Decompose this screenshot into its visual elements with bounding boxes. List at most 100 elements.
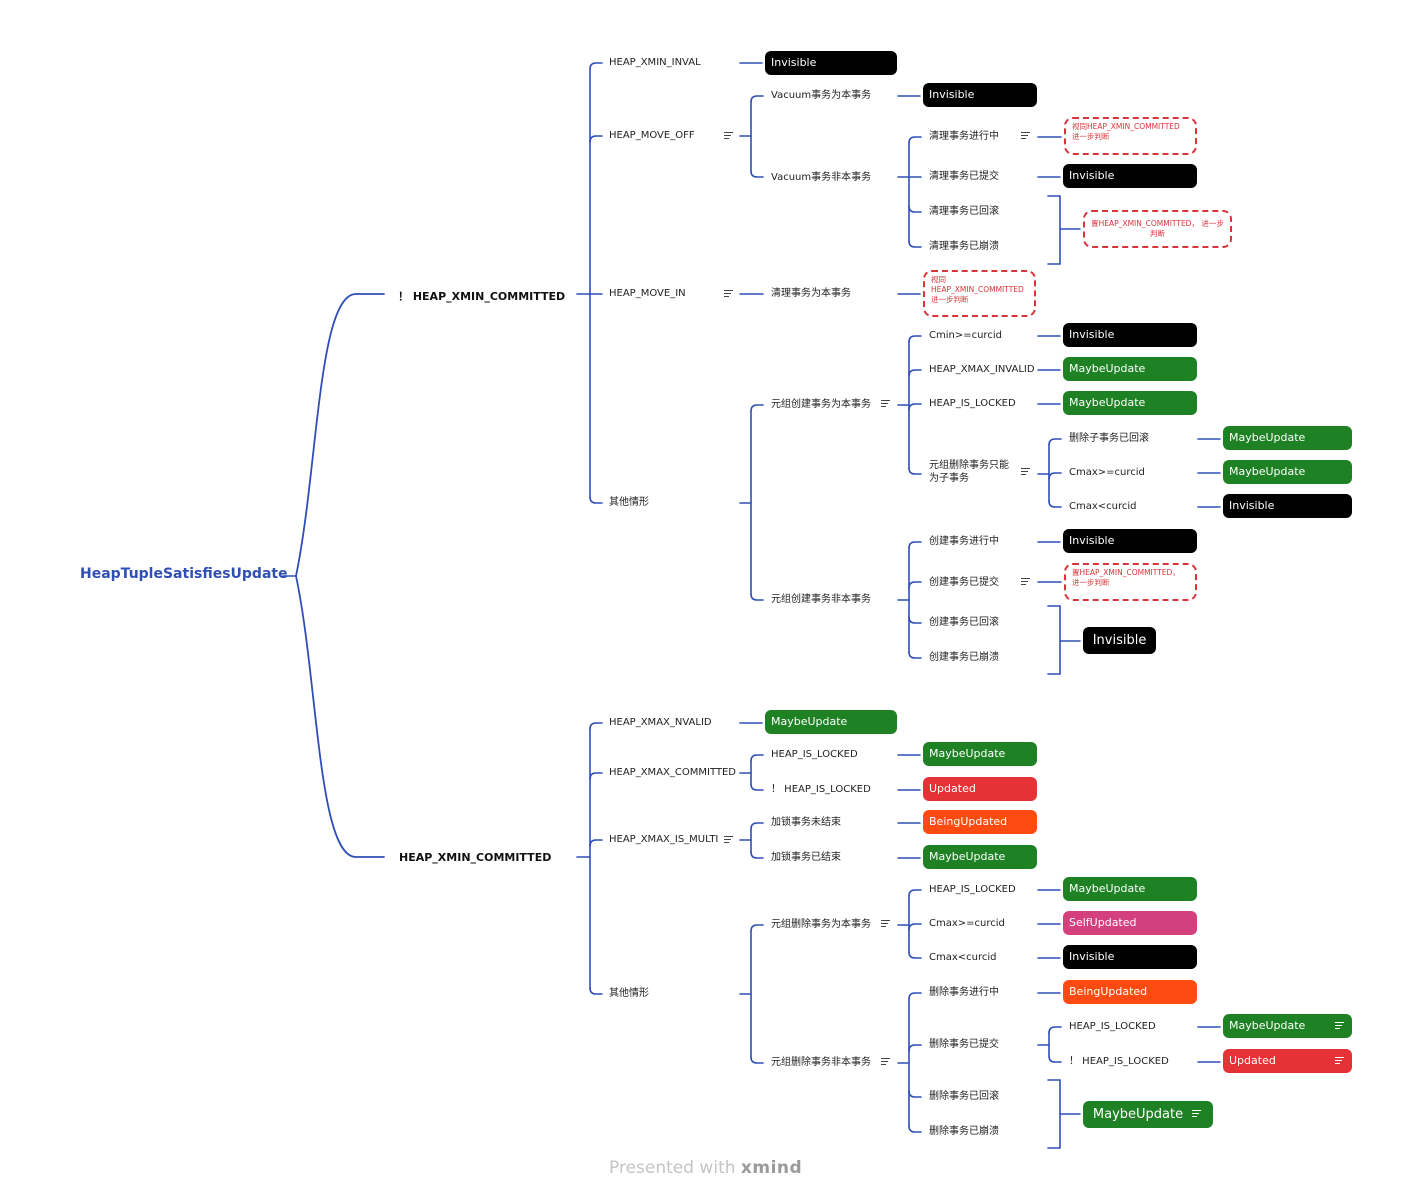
result-maybe-update[interactable]: MaybeUpdate: [1223, 460, 1352, 484]
topic-is-locked[interactable]: HEAP_IS_LOCKED: [1069, 1021, 1156, 1032]
result-maybe-update[interactable]: MaybeUpdate: [1063, 357, 1197, 381]
topic-other-cases[interactable]: 其他情形: [609, 497, 649, 508]
connector-line: [1048, 500, 1062, 508]
topic-is-locked[interactable]: HEAP_IS_LOCKED: [771, 749, 858, 760]
footer-branding: Presented with xmind: [609, 1158, 802, 1178]
notes-icon[interactable]: [1335, 1022, 1344, 1029]
note-treat-as-committed[interactable]: 视同 HEAP_XMIN_COMMITTED 进一步判断: [923, 270, 1036, 317]
topic-create-committed[interactable]: 创建事务已提交: [929, 577, 999, 588]
topic-create-self[interactable]: 元组创建事务为本事务: [771, 399, 871, 410]
topic-cmax-lt[interactable]: Cmax<curcid: [929, 952, 997, 963]
topic-move-in[interactable]: HEAP_MOVE_IN: [609, 288, 686, 299]
connector-line: [908, 951, 922, 959]
connector-line: [750, 404, 764, 412]
topic-xmax-is-multi[interactable]: HEAP_XMAX_IS_MULTI: [609, 834, 719, 845]
result-invisible[interactable]: Invisible: [1063, 323, 1197, 347]
result-invisible[interactable]: Invisible: [1063, 164, 1197, 188]
topic-not-locked[interactable]: ！ HEAP_IS_LOCKED: [1069, 1056, 1169, 1067]
topic-not-locked[interactable]: ！ HEAP_IS_LOCKED: [771, 784, 871, 795]
result-self-updated[interactable]: SelfUpdated: [1063, 911, 1197, 935]
notes-icon[interactable]: [1021, 132, 1030, 139]
result-label: MaybeUpdate: [1229, 1019, 1306, 1032]
result-maybe-update[interactable]: MaybeUpdate: [1063, 391, 1197, 415]
result-invisible[interactable]: Invisible: [1063, 529, 1197, 553]
result-updated[interactable]: Updated: [1223, 1049, 1352, 1073]
notes-icon[interactable]: [1021, 468, 1030, 475]
result-invisible[interactable]: Invisible: [1063, 945, 1197, 969]
notes-icon[interactable]: [881, 1058, 890, 1065]
note-treat-as-committed[interactable]: 视同HEAP_XMIN_COMMITTED 进一步判断: [1064, 117, 1197, 155]
notes-icon[interactable]: [724, 290, 733, 297]
connector-line: [908, 541, 922, 549]
result-being-updated[interactable]: BeingUpdated: [923, 810, 1037, 834]
result-maybe-update[interactable]: MaybeUpdate: [1063, 877, 1197, 901]
topic-vacuum-self[interactable]: Vacuum事务为本事务: [771, 90, 872, 101]
topic-sub-aborted[interactable]: 删除子事务已回滚: [1069, 433, 1149, 444]
topic-is-locked[interactable]: HEAP_IS_LOCKED: [929, 398, 1016, 409]
topic-vacuum-other[interactable]: Vacuum事务非本事务: [771, 172, 872, 183]
connector-line: [908, 369, 922, 377]
result-maybe-update[interactable]: MaybeUpdate: [765, 710, 897, 734]
topic-xmax-invalid[interactable]: HEAP_XMAX_INVALID: [929, 364, 1035, 375]
result-maybe-update[interactable]: MaybeUpdate: [923, 845, 1037, 869]
topic-clean-aborted[interactable]: 清理事务已回滚: [929, 206, 999, 217]
connector-line: [908, 136, 922, 144]
topic-delete-committed[interactable]: 删除事务已提交: [929, 1039, 999, 1050]
topic-xmin-committed[interactable]: HEAP_XMIN_COMMITTED: [399, 851, 552, 864]
connector-line: [589, 135, 603, 143]
result-maybe-update[interactable]: MaybeUpdate: [923, 742, 1037, 766]
topic-xmax-committed[interactable]: HEAP_XMAX_COMMITTED: [609, 767, 736, 778]
result-being-updated[interactable]: BeingUpdated: [1063, 980, 1197, 1004]
topic-xmax-nvalid[interactable]: HEAP_XMAX_NVALID: [609, 717, 712, 728]
topic-create-other[interactable]: 元组创建事务非本事务: [771, 594, 871, 605]
notes-icon[interactable]: [724, 836, 733, 843]
topic-cmax-ge[interactable]: Cmax>=curcid: [929, 918, 1005, 929]
connector-line: [750, 822, 764, 830]
result-maybe-update[interactable]: MaybeUpdate: [1083, 1101, 1213, 1128]
topic-clean-running[interactable]: 清理事务进行中: [929, 131, 999, 142]
topic-clean-crashed[interactable]: 清理事务已崩溃: [929, 241, 999, 252]
topic-create-running[interactable]: 创建事务进行中: [929, 536, 999, 547]
connector-line: [1048, 1055, 1062, 1063]
topic-lock-running[interactable]: 加锁事务未结束: [771, 817, 841, 828]
result-maybe-update[interactable]: MaybeUpdate: [1223, 1014, 1352, 1038]
topic-lock-ended[interactable]: 加锁事务已结束: [771, 852, 841, 863]
topic-delete-self[interactable]: 元组删除事务为本事务: [771, 919, 871, 930]
result-maybe-update[interactable]: MaybeUpdate: [1223, 426, 1352, 450]
topic-delete-other[interactable]: 元组删除事务非本事务: [771, 1057, 871, 1068]
connector-line: [589, 496, 603, 504]
notes-icon[interactable]: [881, 400, 890, 407]
topic-is-locked[interactable]: HEAP_IS_LOCKED: [929, 884, 1016, 895]
topic-delete-crashed[interactable]: 删除事务已崩溃: [929, 1126, 999, 1137]
topic-other-cases[interactable]: 其他情形: [609, 988, 649, 999]
topic-create-aborted[interactable]: 创建事务已回滚: [929, 617, 999, 628]
result-updated[interactable]: Updated: [923, 777, 1037, 801]
result-invisible[interactable]: Invisible: [765, 51, 897, 75]
root-topic[interactable]: HeapTupleSatisfiesUpdate: [80, 566, 288, 582]
result-label: Updated: [1229, 1054, 1276, 1067]
topic-move-off[interactable]: HEAP_MOVE_OFF: [609, 130, 695, 141]
notes-icon[interactable]: [1192, 1110, 1201, 1117]
topic-delete-aborted[interactable]: 删除事务已回滚: [929, 1091, 999, 1102]
topic-cmax-lt[interactable]: Cmax<curcid: [1069, 501, 1137, 512]
topic-not-xmin-committed[interactable]: ！ HEAP_XMIN_COMMITTED: [398, 290, 566, 303]
topic-delete-subtxn[interactable]: 元组删除事务只能为子事务: [929, 460, 1009, 484]
topic-cmax-ge[interactable]: Cmax>=curcid: [1069, 467, 1145, 478]
topic-create-crashed[interactable]: 创建事务已崩溃: [929, 652, 999, 663]
topic-clean-committed[interactable]: 清理事务已提交: [929, 171, 999, 182]
note-set-committed[interactable]: 置HEAP_XMIN_COMMITTED， 进一步判断: [1083, 210, 1232, 248]
notes-icon[interactable]: [724, 132, 733, 139]
topic-clean-self[interactable]: 清理事务为本事务: [771, 288, 851, 299]
topic-cmin[interactable]: Cmin>=curcid: [929, 330, 1002, 341]
notes-icon[interactable]: [881, 920, 890, 927]
connector-line: [1047, 1079, 1061, 1149]
result-invisible[interactable]: Invisible: [1223, 494, 1352, 518]
result-invisible[interactable]: Invisible: [1083, 627, 1156, 654]
topic-xmin-inval[interactable]: HEAP_XMIN_INVAL: [609, 57, 701, 68]
result-invisible[interactable]: Invisible: [923, 83, 1037, 107]
notes-icon[interactable]: [1021, 578, 1030, 585]
topic-delete-running[interactable]: 删除事务进行中: [929, 987, 999, 998]
notes-icon[interactable]: [1335, 1057, 1344, 1064]
note-set-committed[interactable]: 置HEAP_XMIN_COMMITTED， 进一步判断: [1064, 563, 1197, 601]
